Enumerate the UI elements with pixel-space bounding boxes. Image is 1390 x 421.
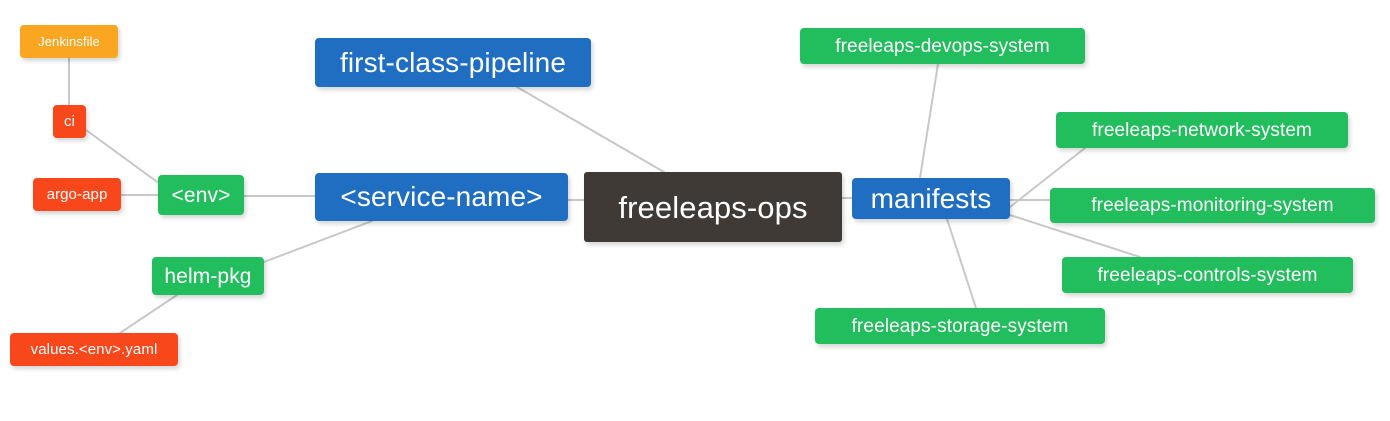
node-helm-pkg[interactable]: helm-pkg bbox=[152, 257, 264, 295]
node-env[interactable]: <env> bbox=[158, 175, 244, 215]
node-freeleaps-ops[interactable]: freeleaps-ops bbox=[584, 172, 842, 242]
node-label: freeleaps-devops-system bbox=[835, 35, 1050, 57]
node-monitoring-system[interactable]: freeleaps-monitoring-system bbox=[1050, 188, 1375, 223]
node-label: freeleaps-storage-system bbox=[851, 315, 1069, 337]
edge-ci-to-env bbox=[85, 129, 161, 185]
node-label: helm-pkg bbox=[164, 264, 252, 288]
node-label: Jenkinsfile bbox=[38, 34, 100, 49]
edge-manifests-to-devops-system bbox=[919, 63, 939, 179]
node-jenkinsfile[interactable]: Jenkinsfile bbox=[20, 25, 118, 58]
node-label: ci bbox=[63, 113, 76, 130]
node-label: <env> bbox=[171, 183, 231, 207]
node-label: freeleaps-network-system bbox=[1092, 119, 1312, 141]
node-label: manifests bbox=[870, 182, 992, 214]
edge-first-class-pipeline-to-freeleaps-ops bbox=[516, 86, 665, 173]
edge-helm-pkg-to-service-name bbox=[263, 220, 373, 263]
node-label: first-class-pipeline bbox=[339, 46, 567, 78]
node-values-yaml[interactable]: values.<env>.yaml bbox=[10, 333, 178, 366]
edge-values-yaml-to-helm-pkg bbox=[119, 294, 178, 334]
node-label: freeleaps-controls-system bbox=[1097, 264, 1318, 286]
node-ci[interactable]: ci bbox=[53, 105, 86, 138]
node-controls-system[interactable]: freeleaps-controls-system bbox=[1062, 257, 1353, 293]
node-storage-system[interactable]: freeleaps-storage-system bbox=[815, 308, 1105, 344]
edge-manifests-to-storage-system bbox=[946, 218, 977, 309]
node-label: <service-name> bbox=[340, 181, 543, 212]
node-service-name[interactable]: <service-name> bbox=[315, 173, 568, 221]
node-manifests[interactable]: manifests bbox=[852, 178, 1010, 219]
node-first-class-pipeline[interactable]: first-class-pipeline bbox=[315, 38, 591, 87]
node-label: argo-app bbox=[46, 186, 108, 203]
node-label: values.<env>.yaml bbox=[30, 341, 158, 358]
node-label: freeleaps-monitoring-system bbox=[1091, 195, 1334, 216]
node-label: freeleaps-ops bbox=[618, 189, 808, 225]
node-devops-system[interactable]: freeleaps-devops-system bbox=[800, 28, 1085, 64]
node-argo-app[interactable]: argo-app bbox=[33, 178, 121, 211]
node-network-system[interactable]: freeleaps-network-system bbox=[1056, 112, 1348, 148]
